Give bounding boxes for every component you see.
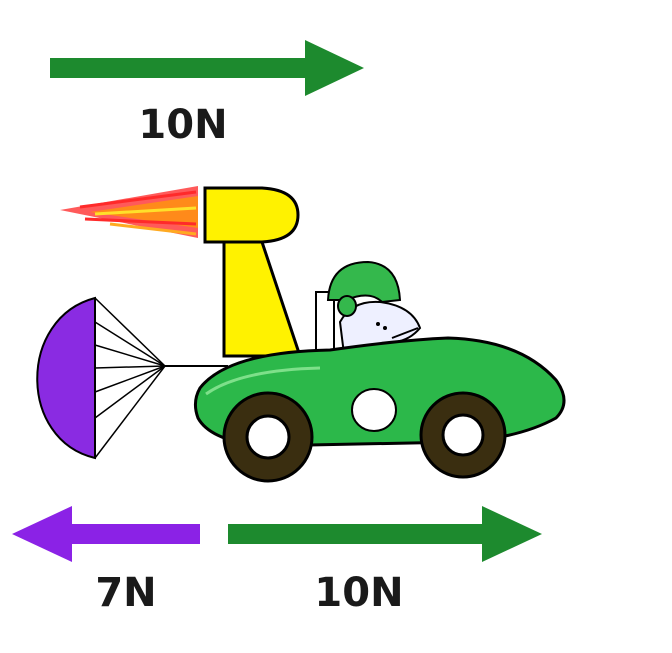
helmet (326, 260, 402, 304)
front-wheel (419, 391, 507, 479)
drag-force-label: 7N (95, 570, 156, 616)
exhaust-flame-icon (60, 186, 198, 238)
thrust-force-label: 10N (314, 570, 403, 616)
rear-wheel (222, 391, 314, 483)
car-side-window (351, 388, 397, 432)
parachute-icon (36, 296, 166, 460)
race-car-icon (193, 336, 566, 483)
top-force-label: 10N (138, 102, 227, 148)
top-force-arrow (50, 40, 364, 96)
rocket-engine-icon (203, 186, 303, 358)
drag-force-arrow (12, 506, 200, 562)
thrust-force-arrow (228, 506, 542, 562)
